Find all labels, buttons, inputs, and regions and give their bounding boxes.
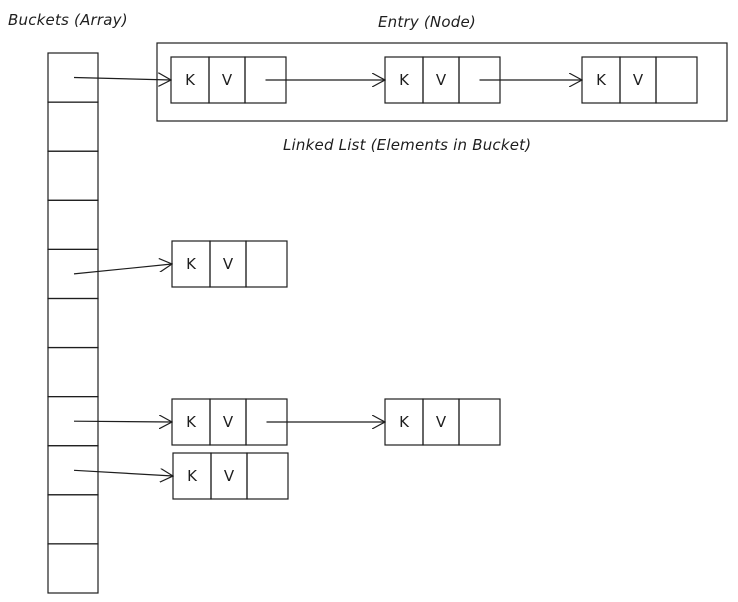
node-next-cell <box>246 452 289 500</box>
node-key-label: K <box>185 71 196 89</box>
node-key-label: K <box>596 71 607 89</box>
bucket-cell <box>47 199 99 251</box>
node-value-label: V <box>222 71 233 89</box>
bucket-pointer-arrow <box>73 421 172 422</box>
node-next-cell <box>458 398 501 446</box>
node-next-cell <box>245 240 288 288</box>
node-value-label: V <box>224 467 235 485</box>
bucket-cell <box>47 248 99 300</box>
node-key-label: K <box>399 71 410 89</box>
bucket-cell <box>47 346 99 398</box>
node-value-label: V <box>436 413 447 431</box>
node-value-label: V <box>436 71 447 89</box>
linked-list-frame <box>156 42 728 122</box>
bucket-pointer-arrow <box>73 264 172 275</box>
node-next-cell <box>655 56 698 104</box>
bucket-cell <box>47 543 99 594</box>
node-key-label: K <box>186 413 197 431</box>
node-value-label: V <box>223 413 234 431</box>
bucket-cell <box>47 297 99 349</box>
linked-list-label: Linked List (Elements in Bucket) <box>283 136 532 154</box>
bucket-cell <box>47 445 99 496</box>
entry-node-label: Entry (Node) <box>378 13 476 31</box>
node-key-label: K <box>187 467 198 485</box>
node-value-label: V <box>633 71 644 89</box>
bucket-array <box>47 52 99 594</box>
bucket-cell <box>47 150 99 201</box>
bucket-cell <box>47 494 99 545</box>
node-value-label: V <box>223 255 234 273</box>
bucket-cell <box>47 101 99 152</box>
buckets-array-label: Buckets (Array) <box>8 11 128 29</box>
bucket-pointer-arrow <box>73 78 171 81</box>
node-key-label: K <box>399 413 410 431</box>
bucket-pointer-arrow <box>73 470 173 476</box>
node-key-label: K <box>186 255 197 273</box>
